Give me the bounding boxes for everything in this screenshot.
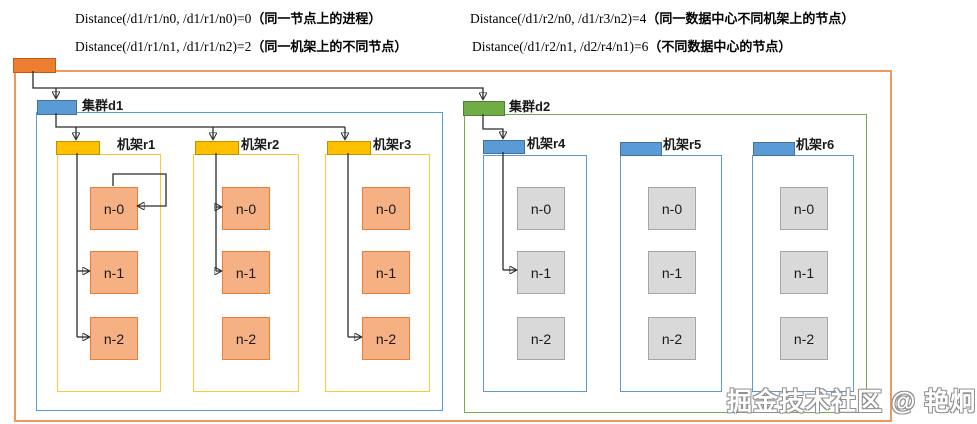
rack-r2-switch-box <box>195 141 239 155</box>
node-r4-n2: n-2 <box>517 317 565 360</box>
node-r3-n1: n-1 <box>362 251 410 294</box>
distance-note: （不同数据中心的节点） <box>648 39 792 54</box>
node-r6-n1: n-1 <box>780 251 828 294</box>
distance-note: （同一节点上的进程） <box>251 11 382 26</box>
rack-r4-switch-box <box>483 140 525 154</box>
cluster-d1-label: 集群d1 <box>82 98 124 113</box>
rack-r3-frame <box>325 154 430 392</box>
node-r1-n0: n-0 <box>90 187 138 230</box>
cluster-d2-frame <box>464 114 867 413</box>
rack-r4-frame <box>483 155 587 392</box>
node-r6-n2: n-2 <box>780 317 828 360</box>
cluster-d1-box <box>37 100 77 115</box>
node-r1-n2: n-2 <box>90 317 138 360</box>
distance-formula: Distance(/d1/r2/n1, /d2/r4/n1)=6 <box>472 39 649 54</box>
node-r5-n0: n-0 <box>648 187 696 230</box>
node-r2-n1: n-1 <box>222 251 270 294</box>
distance-note: （同一机架上的不同节点） <box>251 39 408 54</box>
annotation-distance-2: Distance(/d1/r1/n1, /d1/r1/n2)=2（同一机架上的不… <box>75 36 407 56</box>
node-r2-n0: n-0 <box>222 187 270 230</box>
rack-r2-frame <box>193 154 299 392</box>
rack-r5-frame <box>620 155 722 392</box>
distance-formula: Distance(/d1/r1/n0, /d1/r1/n0)=0 <box>75 11 252 26</box>
rack-r2-label: 机架r2 <box>241 137 280 152</box>
rack-r1-label: 机架r1 <box>117 137 156 152</box>
distance-formula: Distance(/d1/r1/n1, /d1/r1/n2)=2 <box>75 39 252 54</box>
rack-r6-switch-box <box>753 142 795 156</box>
node-r2-n2: n-2 <box>222 317 270 360</box>
rack-r3-switch-box <box>327 141 371 155</box>
cluster-d2-box <box>463 101 505 116</box>
root-switch-box <box>13 58 56 73</box>
rack-r6-label: 机架r6 <box>796 137 835 152</box>
rack-r3-label: 机架r3 <box>373 137 412 152</box>
annotation-distance-6: Distance(/d1/r2/n1, /d2/r4/n1)=6（不同数据中心的… <box>472 36 791 56</box>
node-r6-n0: n-0 <box>780 187 828 230</box>
node-r3-n2: n-2 <box>362 317 410 360</box>
annotation-distance-0: Distance(/d1/r1/n0, /d1/r1/n0)=0（同一节点上的进… <box>75 8 381 28</box>
distance-note: （同一数据中心不同机架上的节点） <box>646 11 855 26</box>
rack-r1-switch-box <box>56 141 100 155</box>
cluster-d2-label: 集群d2 <box>509 99 551 114</box>
rack-r4-label: 机架r4 <box>527 136 566 151</box>
node-r1-n1: n-1 <box>90 251 138 294</box>
distance-formula: Distance(/d1/r2/n0, /d1/r3/n2)=4 <box>470 11 647 26</box>
annotation-distance-4: Distance(/d1/r2/n0, /d1/r3/n2)=4（同一数据中心不… <box>470 8 854 28</box>
rack-r5-label: 机架r5 <box>663 137 702 152</box>
rack-r6-frame <box>752 155 854 392</box>
rack-r1-frame <box>57 154 161 392</box>
node-r4-n0: n-0 <box>517 187 565 230</box>
rack-r5-switch-box <box>620 142 662 156</box>
node-r5-n2: n-2 <box>648 317 696 360</box>
node-r4-n1: n-1 <box>517 251 565 294</box>
node-r3-n0: n-0 <box>362 187 410 230</box>
node-r5-n1: n-1 <box>648 251 696 294</box>
watermark: 掘金技术社区 @ 艳炯 <box>727 388 977 416</box>
cluster-d1-frame <box>36 112 443 411</box>
